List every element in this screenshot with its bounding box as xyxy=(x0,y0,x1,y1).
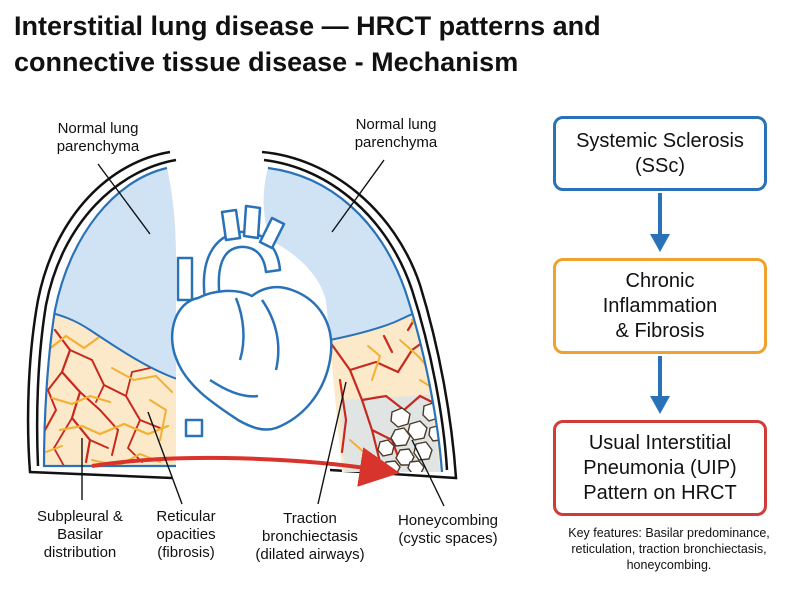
label-normal-left: Normal lung parenchyma xyxy=(56,120,140,155)
aortic-arch xyxy=(202,230,282,302)
flow-arrows xyxy=(650,193,670,414)
label-traction: Traction bronchiectasis (dilated airways… xyxy=(255,510,365,563)
key-features-note: Key features: Basilar predominance, reti… xyxy=(568,526,770,572)
heart xyxy=(170,204,333,438)
inferior-vena-cava xyxy=(184,418,204,438)
label-honeycombing: Honeycombing (cystic spaces) xyxy=(397,512,499,547)
pleura-outline xyxy=(26,150,458,480)
heart-body xyxy=(170,285,333,431)
superior-vena-cava xyxy=(176,256,194,302)
leader-lines xyxy=(81,159,445,507)
basilar-gradient-arrow xyxy=(91,447,400,487)
flow-box-inflammation-fibrosis: Chronic Inflammation & Fibrosis xyxy=(553,258,767,354)
label-subpleural: Subpleural & Basilar distribution xyxy=(37,508,123,561)
flow-box-systemic-sclerosis: Systemic Sclerosis (SSc) xyxy=(553,116,767,191)
label-normal-right: Normal lung parenchyma xyxy=(354,116,438,151)
left-lung-outline xyxy=(42,166,176,468)
left-lung xyxy=(44,168,176,466)
title-line-1: Interstitial lung disease — HRCT pattern… xyxy=(14,11,601,41)
flow-box-uip-pattern: Usual Interstitial Pneumonia (UIP) Patte… xyxy=(553,420,767,516)
label-reticular: Reticular opacities (fibrosis) xyxy=(156,508,216,561)
page-title: Interstitial lung disease — HRCT pattern… xyxy=(14,8,714,80)
right-lung-outline xyxy=(267,166,444,473)
title-line-2: connective tissue disease - Mechanism xyxy=(14,47,519,77)
